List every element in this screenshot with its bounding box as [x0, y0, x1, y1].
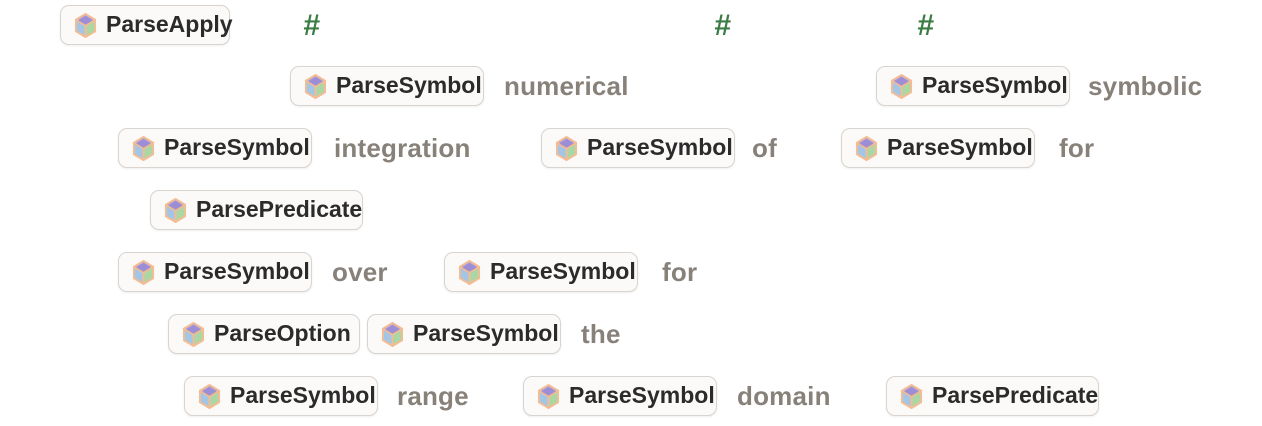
- parse-symbol-box[interactable]: ParseSymbol: [541, 128, 735, 168]
- string-token: range: [397, 381, 469, 411]
- slot-token: #: [917, 9, 934, 42]
- paclet-cube-icon: [74, 12, 97, 38]
- box-label: ParseSymbol: [490, 257, 636, 284]
- paclet-cube-icon: [198, 383, 221, 409]
- box-label: ParseSymbol: [336, 71, 482, 98]
- paclet-cube-icon: [890, 73, 913, 99]
- box-label: ParseApply: [106, 10, 233, 37]
- box-label: ParseSymbol: [887, 133, 1033, 160]
- paclet-cube-icon: [855, 135, 878, 161]
- parse-predicate-box[interactable]: ParsePredicate: [150, 190, 363, 230]
- string-token: domain: [737, 381, 831, 411]
- paclet-cube-icon: [555, 135, 578, 161]
- string-token: over: [332, 257, 388, 287]
- parse-symbol-box[interactable]: ParseSymbol: [444, 252, 638, 292]
- paclet-cube-icon: [132, 259, 155, 285]
- parse-symbol-box[interactable]: ParseSymbol: [290, 66, 484, 106]
- parse-symbol-box[interactable]: ParseSymbol: [876, 66, 1070, 106]
- parse-symbol-box[interactable]: ParseSymbol: [118, 128, 312, 168]
- string-token: integration: [334, 133, 471, 163]
- box-label: ParseSymbol: [164, 257, 310, 284]
- string-token: of: [752, 133, 777, 163]
- parse-symbol-box[interactable]: ParseSymbol: [523, 376, 717, 416]
- box-label: ParseSymbol: [164, 133, 310, 160]
- box-label: ParseSymbol: [230, 381, 376, 408]
- paclet-cube-icon: [537, 383, 560, 409]
- parse-symbol-box[interactable]: ParseSymbol: [367, 314, 561, 354]
- string-token: for: [662, 257, 698, 287]
- box-label: ParsePredicate: [932, 381, 1099, 408]
- string-token: symbolic: [1088, 71, 1203, 101]
- string-token: the: [581, 319, 621, 349]
- parse-apply-box[interactable]: ParseApply: [60, 5, 233, 45]
- string-token: numerical: [504, 71, 629, 101]
- parse-predicate-box[interactable]: ParsePredicate: [886, 376, 1099, 416]
- parse-symbol-box[interactable]: ParseSymbol: [184, 376, 378, 416]
- paclet-cube-icon: [304, 73, 327, 99]
- string-token: for: [1059, 133, 1095, 163]
- box-label: ParseSymbol: [413, 319, 559, 346]
- slot-token: #: [303, 9, 320, 42]
- box-label: ParseSymbol: [587, 133, 733, 160]
- box-label: ParseSymbol: [569, 381, 715, 408]
- parse-symbol-box[interactable]: ParseSymbol: [841, 128, 1035, 168]
- paclet-cube-icon: [900, 383, 923, 409]
- box-label: ParsePredicate: [196, 195, 363, 222]
- parse-symbol-box[interactable]: ParseSymbol: [118, 252, 312, 292]
- paclet-cube-icon: [381, 321, 404, 347]
- paclet-cube-icon: [458, 259, 481, 285]
- slot-token: #: [714, 9, 731, 42]
- parse-option-box[interactable]: ParseOption: [168, 314, 360, 354]
- paclet-cube-icon: [132, 135, 155, 161]
- box-label: ParseOption: [214, 319, 351, 346]
- paclet-cube-icon: [182, 321, 205, 347]
- paclet-cube-icon: [164, 197, 187, 223]
- box-label: ParseSymbol: [922, 71, 1068, 98]
